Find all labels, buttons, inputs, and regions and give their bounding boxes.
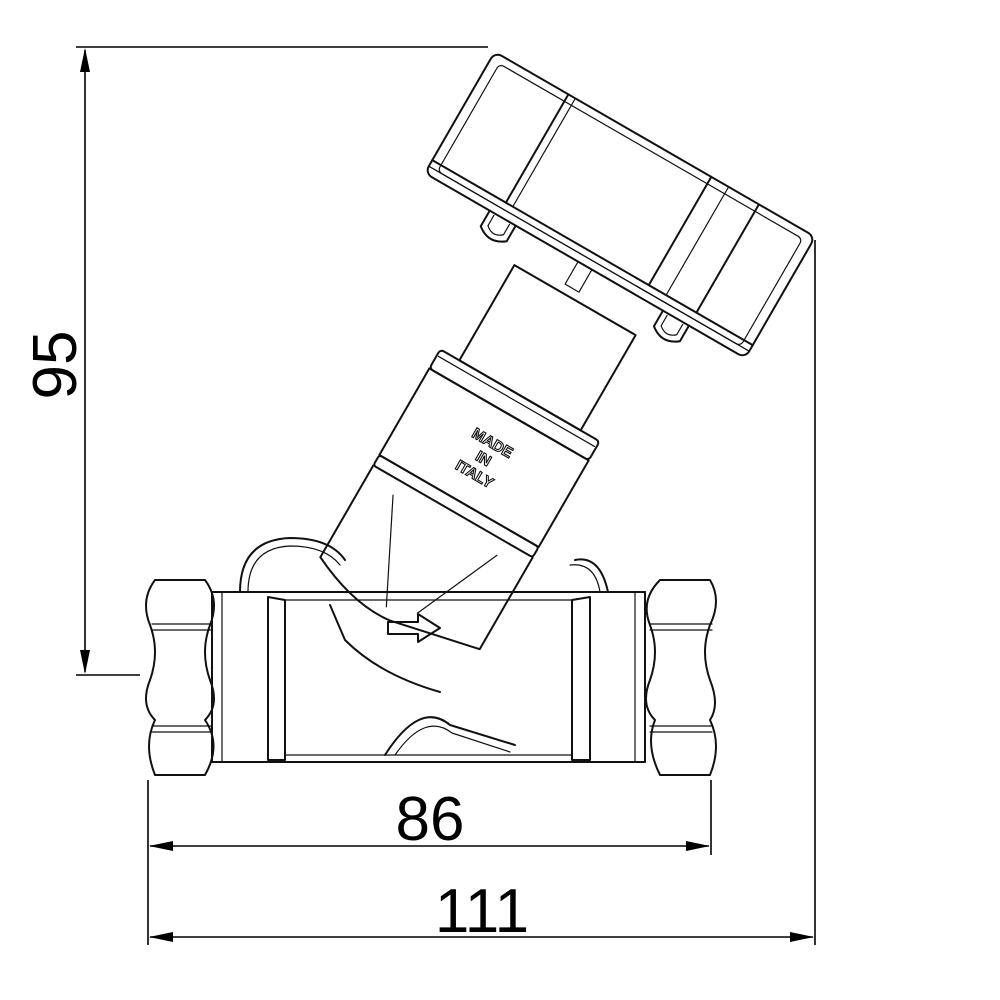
- left-hex-nut: [145, 579, 215, 776]
- dimension-height-label: 95: [21, 331, 90, 400]
- right-arrow-icon: [387, 613, 441, 643]
- dimension-body-length: 86: [147, 780, 712, 945]
- valve-body: [145, 537, 717, 776]
- handwheel: [426, 53, 814, 357]
- dimension-overall-length: 111: [149, 240, 816, 946]
- dimension-body-length-label: 86: [396, 785, 465, 854]
- valve-bonnet: MADE IN ITALY: [319, 264, 637, 651]
- made-in-italy-stamp: MADE IN ITALY: [452, 424, 516, 492]
- right-hex-nut: [644, 579, 717, 776]
- dimension-overall-length-label: 111: [435, 877, 529, 946]
- dimension-height: 95: [21, 46, 488, 676]
